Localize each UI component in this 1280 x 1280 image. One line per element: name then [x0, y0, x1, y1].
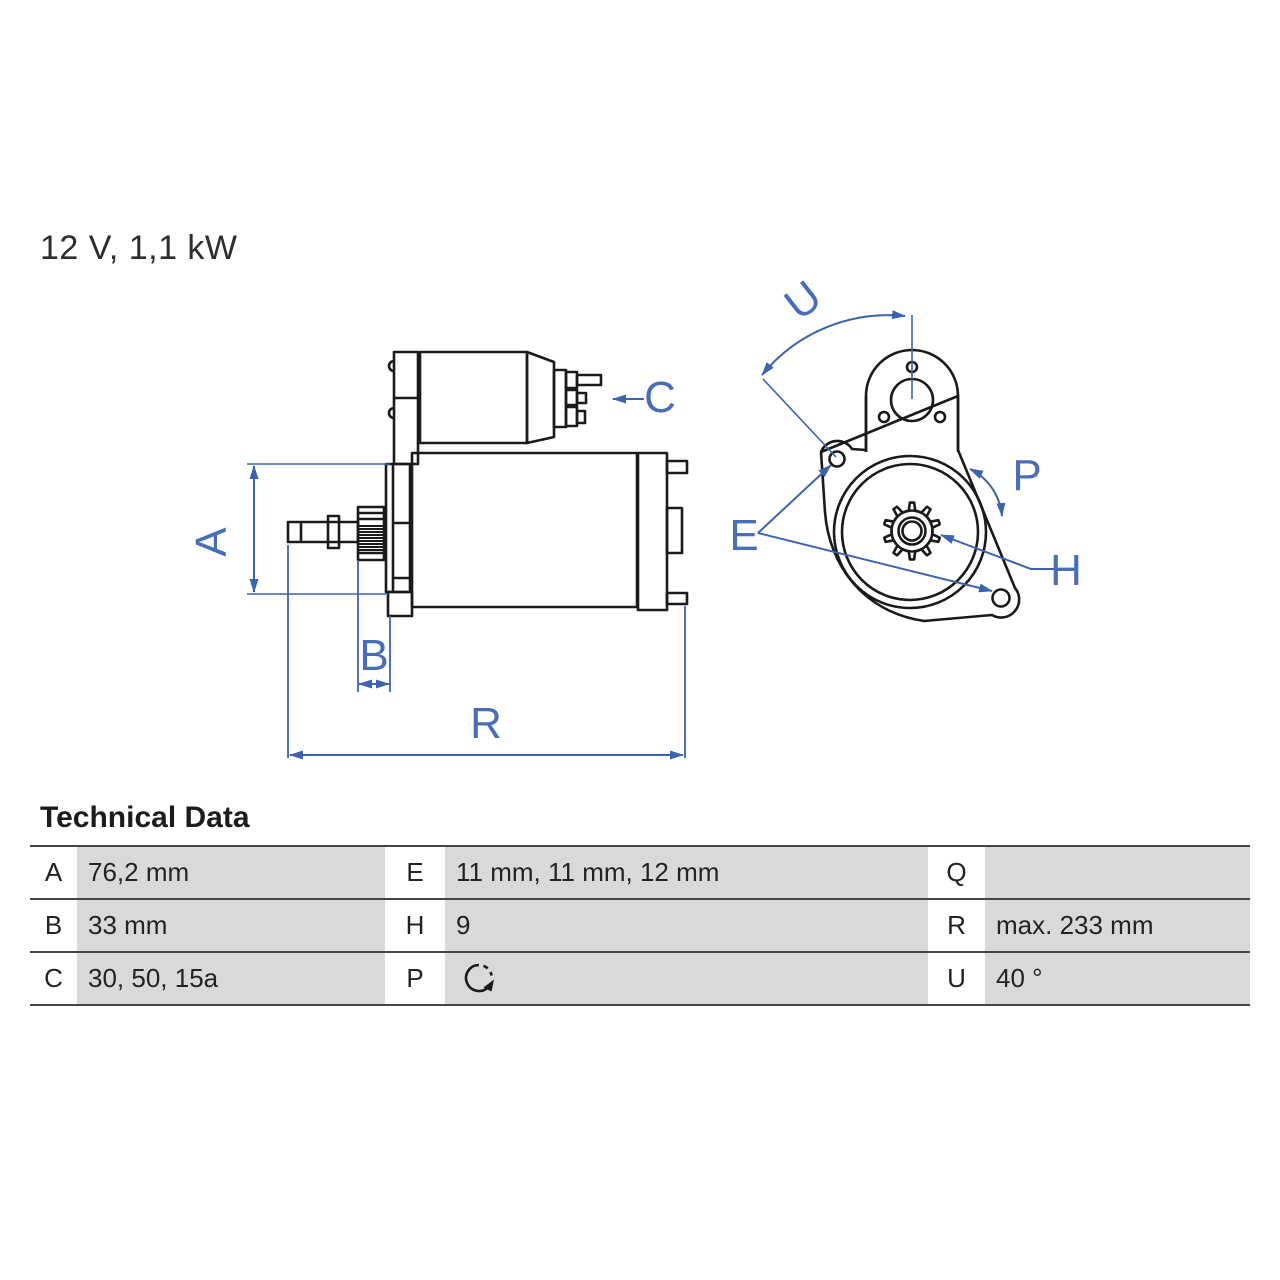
param-key-B: B — [30, 900, 77, 951]
param-value-B: 33 mm — [77, 900, 385, 951]
param-key-C: C — [30, 953, 77, 1004]
mounting-flange — [384, 462, 414, 618]
dimension-B: B — [357, 560, 391, 692]
dimension-E: E — [729, 464, 993, 593]
param-value-A: 76,2 mm — [77, 847, 385, 898]
motor-body — [410, 451, 689, 612]
param-value-U: 40 ° — [985, 953, 1250, 1004]
dimension-label-C: C — [644, 373, 676, 422]
technical-data-table: A 76,2 mm E 11 mm, 11 mm, 12 mm Q B 33 m… — [30, 845, 1250, 1006]
dimension-label-P: P — [1012, 451, 1041, 500]
mounting-hole-bottom-right — [991, 588, 1011, 608]
dimension-P: P — [969, 451, 1042, 517]
solenoid — [387, 350, 603, 466]
pinion-gear-side — [356, 505, 386, 562]
dimension-label-H: H — [1050, 546, 1082, 595]
param-key-U: U — [928, 953, 985, 1004]
dimension-label-E: E — [729, 511, 758, 560]
table-title: Technical Data — [40, 801, 250, 834]
dimension-annotations: A B R C U E — [187, 271, 1082, 760]
side-view — [286, 350, 689, 618]
param-value-H: 9 — [445, 900, 928, 951]
param-key-R: R — [928, 900, 985, 951]
pinion-teeth-hatch — [358, 525, 384, 551]
solenoid-bracket — [387, 350, 420, 466]
param-value-R: max. 233 mm — [985, 900, 1250, 951]
dimension-R: R — [287, 545, 686, 760]
dimension-label-A: A — [187, 527, 236, 557]
param-value-E: 11 mm, 11 mm, 12 mm — [445, 847, 928, 898]
pinion-gear-front — [883, 501, 941, 561]
param-key-P: P — [385, 953, 445, 1004]
dimension-C: C — [612, 373, 676, 422]
param-value-P — [445, 953, 928, 1004]
solenoid-terminals — [564, 370, 603, 428]
dimension-label-B: B — [359, 631, 388, 680]
table-row: A 76,2 mm E 11 mm, 11 mm, 12 mm Q — [30, 845, 1250, 898]
dimension-A: A — [187, 463, 390, 595]
dimension-H: H — [940, 534, 1082, 595]
dimension-U: U — [761, 271, 913, 458]
table-row: C 30, 50, 15a P U 40 ° — [30, 951, 1250, 1004]
dimension-label-R: R — [470, 699, 502, 748]
dimension-label-U: U — [775, 271, 830, 329]
param-key-E: E — [385, 847, 445, 898]
shaft — [286, 514, 360, 550]
product-spec-title: 12 V, 1,1 kW — [40, 229, 238, 267]
motor-face — [832, 454, 988, 610]
mounting-hole-top-left — [828, 450, 846, 468]
param-value-C: 30, 50, 15a — [77, 953, 385, 1004]
param-key-Q: Q — [928, 847, 985, 898]
param-value-Q — [985, 847, 1250, 898]
front-flange — [819, 394, 1021, 623]
table-row: B 33 mm H 9 R max. 233 mm — [30, 898, 1250, 951]
rotation-direction-icon — [464, 963, 494, 992]
param-key-A: A — [30, 847, 77, 898]
param-key-H: H — [385, 900, 445, 951]
